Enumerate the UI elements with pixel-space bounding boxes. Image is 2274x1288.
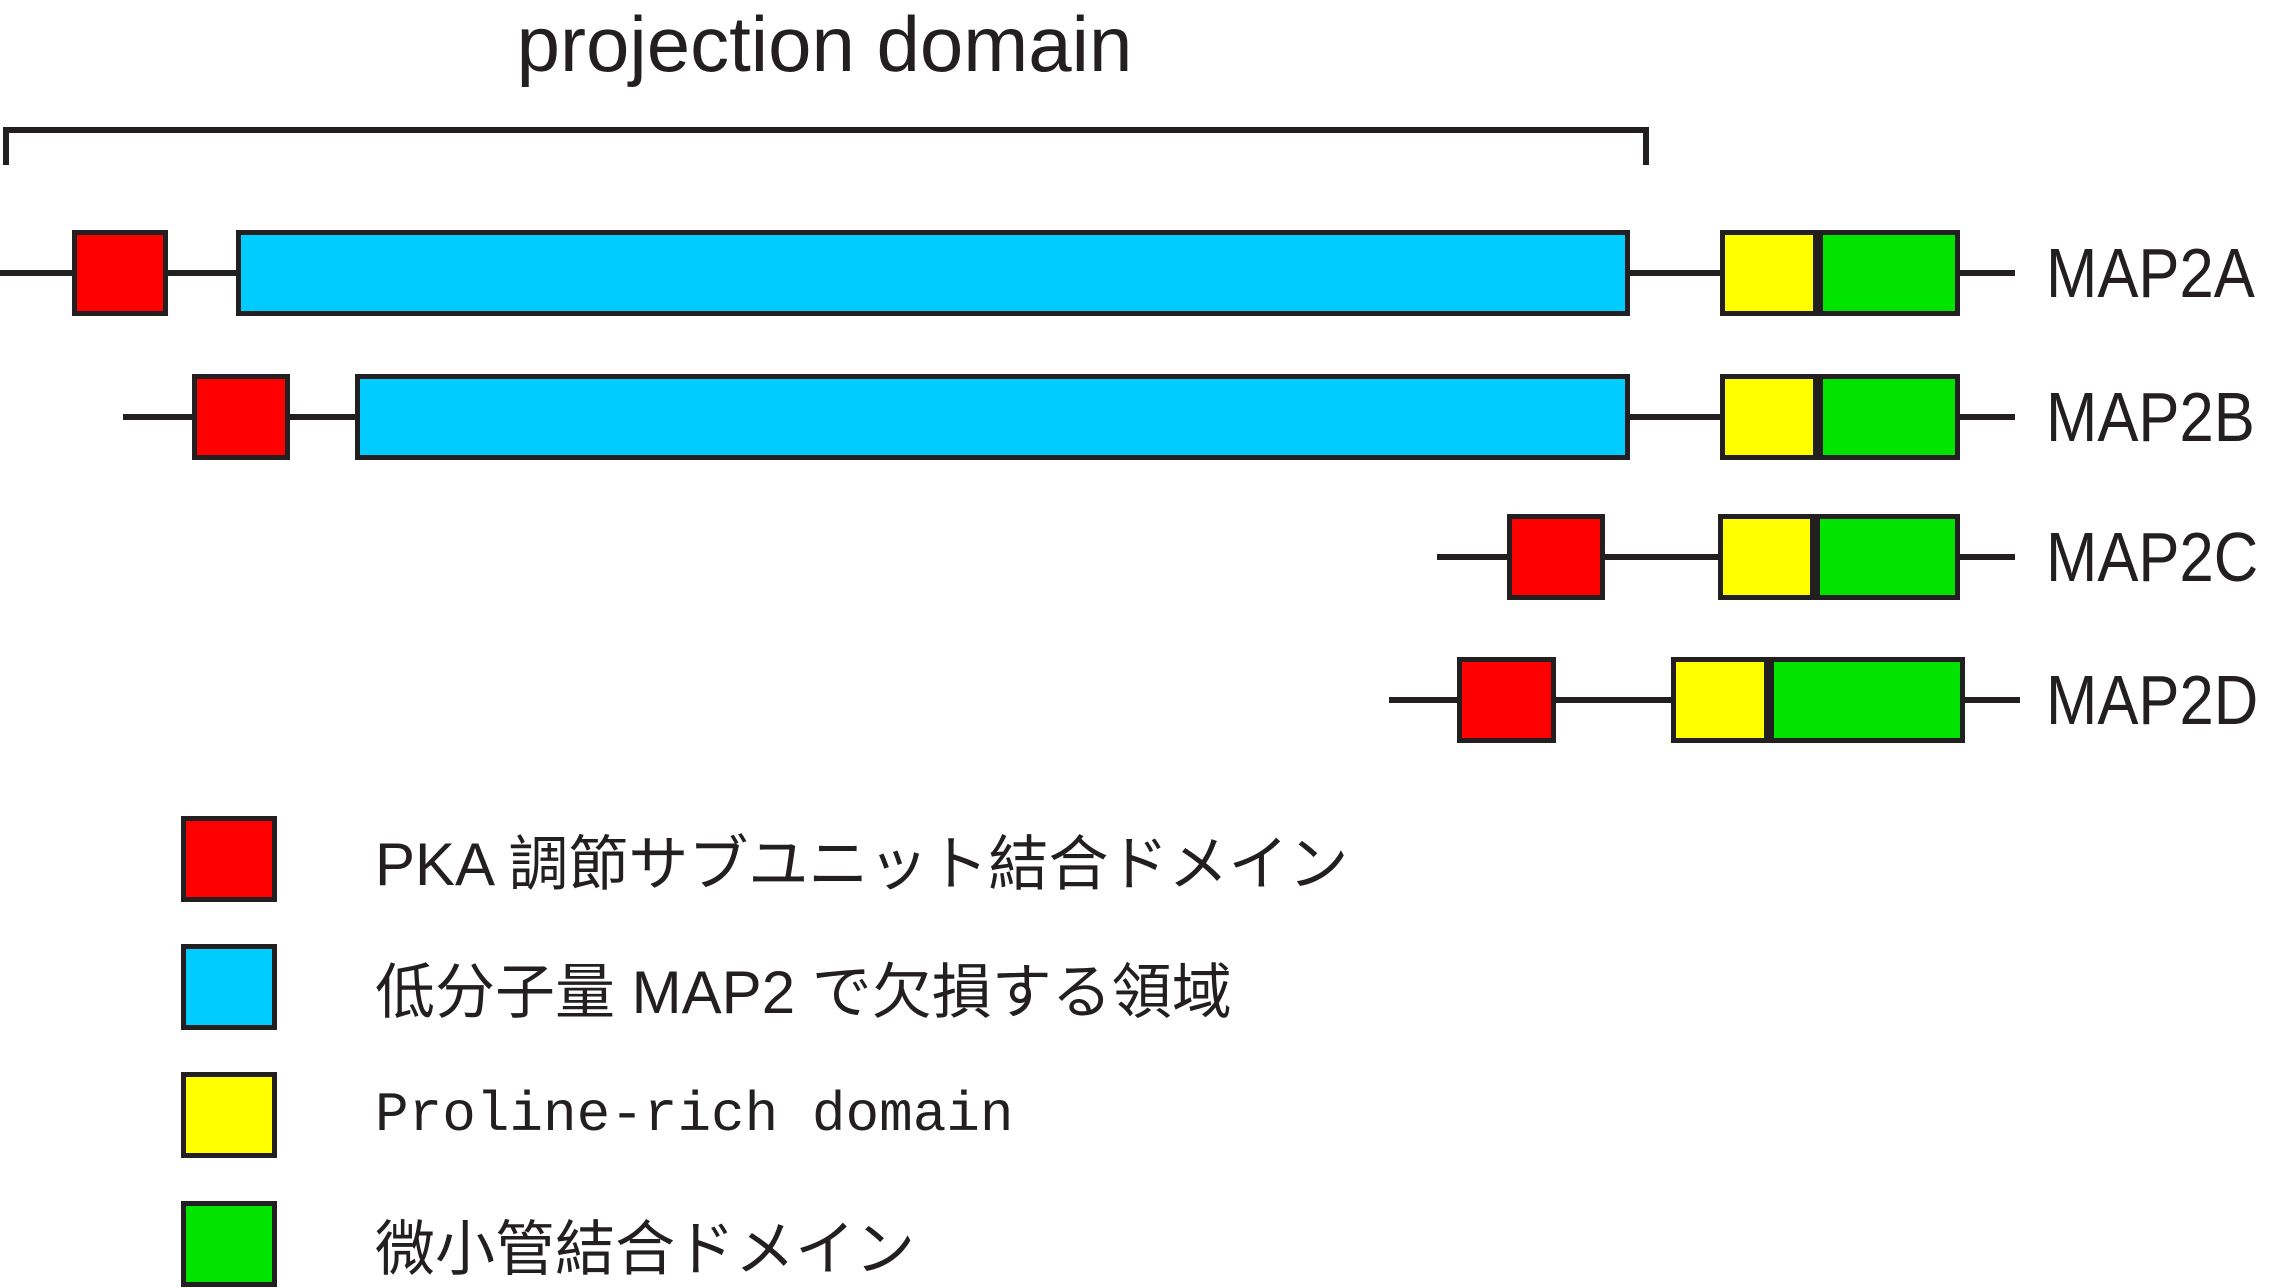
pka-domain-box [192,374,290,460]
proline-rich-domain-box [1671,657,1769,743]
isoform-label: MAP2C [2046,518,2259,596]
projection-deleted-region-box [236,230,1630,316]
bracket-left-tick [3,127,9,165]
projection-deleted-region-box [355,374,1630,460]
microtubule-binding-domain-box [1818,230,1960,316]
proline-rich-legend-swatch [181,1072,277,1158]
proline-rich-domain-box [1720,374,1818,460]
isoform-label: MAP2A [2046,234,2255,312]
microtubule-binding-domain-box [1769,657,1965,743]
figure-title: projection domain [516,0,1133,88]
bracket-line [3,127,1649,133]
microtubule-binding-legend-label: 微小管結合ドメイン [375,1215,915,1283]
proline-rich-legend-label: Proline-rich domain [375,1083,1014,1147]
pka-domain-box [1507,514,1605,600]
microtubule-binding-legend-swatch [181,1201,277,1287]
proline-rich-domain-box [1720,230,1818,316]
deleted-region-legend-swatch [181,944,277,1030]
bracket-right-tick [1643,127,1649,165]
pka-domain-box [1457,657,1556,743]
isoform-label: MAP2D [2046,661,2259,739]
microtubule-binding-domain-box [1818,374,1960,460]
pka-legend-swatch [181,816,277,902]
microtubule-binding-domain-box [1815,514,1960,600]
pka-domain-box [72,230,168,316]
deleted-region-legend-label: 低分子量 MAP2 で欠損する領域 [375,958,1232,1026]
pka-legend-label: PKA 調節サブユニット結合ドメイン [375,830,1349,898]
isoform-label: MAP2B [2046,378,2255,456]
proline-rich-domain-box [1718,514,1815,600]
